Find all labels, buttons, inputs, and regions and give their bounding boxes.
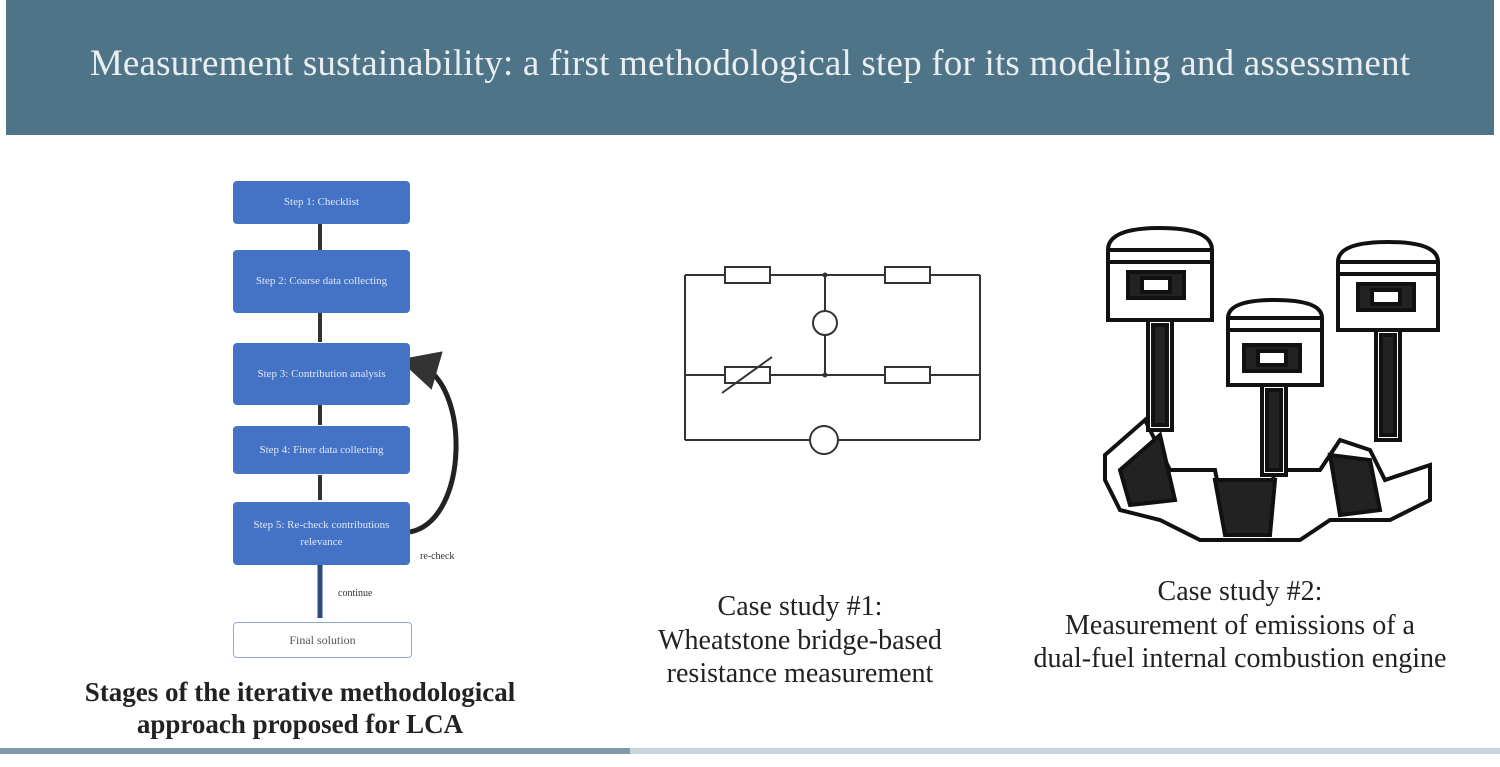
case-study-2-caption: Case study #2: Measurement of emissions …: [990, 575, 1490, 676]
flow-step-1: Step 1: Checklist: [233, 181, 410, 224]
flowchart-caption: Stages of the iterative methodological a…: [84, 677, 516, 740]
flow-step-5: Step 5: Re-check contributions relevance: [233, 502, 410, 565]
flow-final: Final solution: [233, 622, 412, 658]
loop-label: re-check: [420, 551, 455, 562]
case1-line2: Wheatstone bridge-based: [658, 624, 942, 656]
case2-line1: Case study #2:: [1157, 576, 1323, 607]
case-study-1-caption: Case study #1: Wheatstone bridge-based r…: [600, 590, 1000, 691]
case1-line3: resistance measurement: [666, 658, 934, 690]
case1-line1: Case study #1:: [717, 591, 883, 622]
case2-line3: dual-fuel internal combustion engine: [1033, 643, 1447, 675]
case2-line2: Measurement of emissions of a: [1065, 609, 1415, 641]
bottom-rule-accent: [0, 748, 630, 754]
page-title: Measurement sustainability: a first meth…: [89, 43, 1411, 84]
continue-label: continue: [338, 588, 373, 599]
loop-arrow: [398, 351, 459, 535]
flow-step-4: Step 4: Finer data collecting: [233, 426, 410, 474]
flow-step-3: Step 3: Contribution analysis: [233, 343, 410, 405]
title-bar: Measurement sustainability: a first meth…: [6, 0, 1494, 135]
bottom-rule: [0, 748, 1500, 754]
flow-step-2: Step 2: Coarse data collecting: [233, 250, 410, 313]
